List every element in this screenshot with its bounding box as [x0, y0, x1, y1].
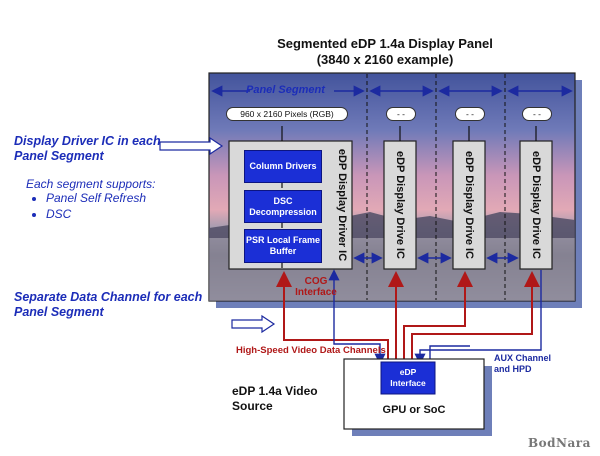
drive-ic-label-4: eDP Display Drive IC	[530, 150, 542, 259]
aux-channel-1	[414, 270, 542, 365]
edp-interface-label: eDP Interface	[382, 363, 434, 393]
driver-ic-label-1: eDP Display Driver IC	[336, 148, 348, 262]
aux-channel-label: AUX Channel and HPD	[494, 353, 552, 374]
aux-channel-3	[328, 269, 386, 365]
drive-ic-label-2: eDP Display Drive IC	[394, 150, 406, 259]
pill-segment-3: - -	[455, 107, 485, 121]
psr-buffer-block: PSR Local Frame Buffer	[244, 229, 322, 263]
supports-heading: Each segment supports:	[26, 177, 156, 191]
driver-ic-box-2	[383, 140, 417, 270]
title-line-1: Segmented eDP 1.4a Display Panel	[277, 36, 493, 51]
bullet-dot-1	[32, 197, 36, 201]
watermark: BodNara	[528, 436, 591, 450]
pill-segment-2: - -	[386, 107, 416, 121]
support-item-psr: Panel Self Refresh	[46, 191, 147, 205]
dsc-decompression-block: DSC Decompression	[244, 190, 322, 223]
display-driver-heading: Display Driver IC in each Panel Segment	[14, 134, 161, 163]
left-arrow-driver	[159, 136, 224, 156]
left-arrow-channel	[231, 314, 276, 334]
hs-channel-4	[411, 271, 540, 362]
cog-interface-label: COG Interface	[295, 276, 337, 298]
driver-ic-box-4	[519, 140, 553, 270]
bullet-dot-2	[32, 213, 36, 217]
title-line-2: (3840 x 2160 example)	[316, 52, 454, 67]
aux-channel-2	[429, 345, 470, 362]
source-label: eDP 1.4a Video Source	[232, 384, 318, 413]
pixels-pill: 960 x 2160 Pixels (RGB)	[226, 107, 348, 121]
support-item-dsc: DSC	[46, 207, 72, 221]
column-drivers-block: Column Drivers	[244, 150, 322, 183]
data-channel-heading: Separate Data Channel for each Panel Seg…	[14, 290, 203, 319]
hs-channel-3	[403, 271, 473, 362]
panel-segment-label: Panel Segment	[246, 84, 325, 96]
drive-ic-label-3: eDP Display Drive IC	[463, 150, 475, 259]
gpu-label: GPU or SoC	[382, 404, 446, 416]
pill-segment-4: - -	[522, 107, 552, 121]
hs-channels-label: High-Speed Video Data Channels	[236, 345, 386, 356]
